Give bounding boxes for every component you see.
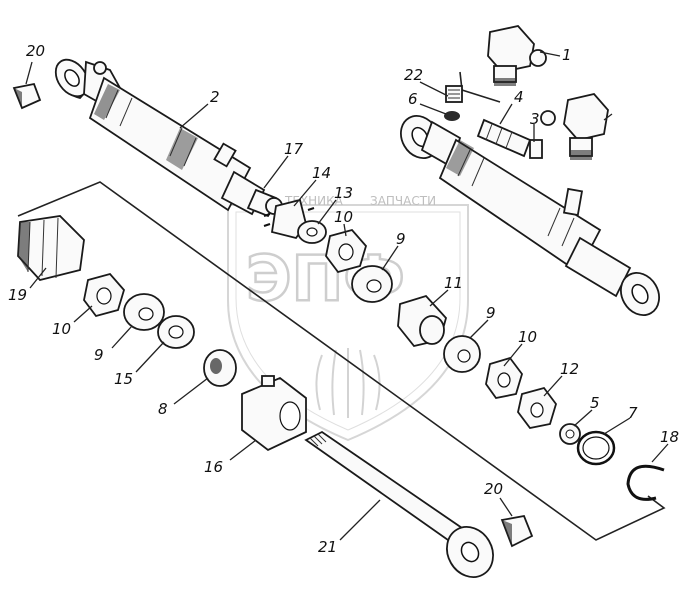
callout-14: 14 bbox=[312, 164, 331, 182]
callout-10-mid: 10 bbox=[518, 328, 537, 346]
washer-13 bbox=[297, 220, 327, 244]
boot-19 bbox=[17, 215, 85, 282]
callout-8: 8 bbox=[158, 400, 168, 418]
callout-7: 7 bbox=[628, 404, 638, 422]
snap-ring-18 bbox=[626, 464, 665, 501]
callout-21: 21 bbox=[318, 538, 337, 556]
bushing-20-top bbox=[12, 82, 42, 110]
ring-9-left bbox=[123, 293, 165, 331]
callout-20-bottom: 20 bbox=[484, 480, 503, 498]
washer-15 bbox=[157, 315, 195, 349]
nut-10-top bbox=[325, 228, 368, 274]
callout-1: 1 bbox=[562, 46, 572, 64]
callout-labels: 20 2 17 14 13 10 9 11 1 22 6 4 3 19 10 9… bbox=[8, 42, 679, 556]
valve-block-right bbox=[540, 93, 609, 160]
callout-4: 4 bbox=[514, 88, 524, 106]
hydraulic-cylinder-main bbox=[54, 58, 283, 218]
watermark-caption: ЗАПЧАСТИ bbox=[370, 194, 436, 208]
housing-16 bbox=[241, 375, 307, 452]
callout-9-left: 9 bbox=[94, 346, 104, 364]
bolt-11 bbox=[397, 294, 447, 348]
callout-6: 6 bbox=[408, 90, 418, 108]
ring-9-mid bbox=[443, 335, 481, 373]
washer-5 bbox=[559, 423, 581, 445]
callout-10-top: 10 bbox=[334, 208, 353, 226]
callout-20-top: 20 bbox=[26, 42, 45, 60]
pipe-4 bbox=[476, 118, 532, 158]
nut-12 bbox=[517, 386, 557, 429]
hydraulic-cylinder-secondary bbox=[400, 115, 660, 316]
rod-21 bbox=[304, 430, 494, 578]
callout-15: 15 bbox=[114, 370, 133, 388]
callout-17: 17 bbox=[284, 140, 304, 158]
ring-7 bbox=[576, 430, 616, 466]
ring-9-top bbox=[351, 265, 393, 303]
callout-16: 16 bbox=[204, 458, 223, 476]
nipple-3 bbox=[529, 139, 543, 159]
nut-10-mid bbox=[485, 356, 523, 399]
seal-6 bbox=[444, 111, 460, 121]
callout-13: 13 bbox=[334, 184, 353, 202]
callout-19: 19 bbox=[8, 286, 27, 304]
callout-5: 5 bbox=[590, 394, 600, 412]
fitting-22 bbox=[445, 85, 463, 103]
leader-lines bbox=[25, 51, 669, 541]
callout-18: 18 bbox=[660, 428, 679, 446]
callout-3: 3 bbox=[530, 110, 540, 128]
callout-22: 22 bbox=[404, 66, 423, 84]
callout-12: 12 bbox=[560, 360, 579, 378]
nut-10-left bbox=[83, 272, 126, 318]
bushing-20-bottom bbox=[500, 514, 534, 548]
callout-9-mid: 9 bbox=[486, 304, 496, 322]
valve-block-1 bbox=[487, 25, 547, 86]
callout-11: 11 bbox=[444, 274, 463, 292]
callout-2: 2 bbox=[210, 88, 220, 106]
watermark-wheat-emblem bbox=[315, 348, 381, 418]
callout-10-left: 10 bbox=[52, 320, 71, 338]
bearing-8 bbox=[203, 349, 237, 387]
callout-9-top: 9 bbox=[396, 230, 406, 248]
